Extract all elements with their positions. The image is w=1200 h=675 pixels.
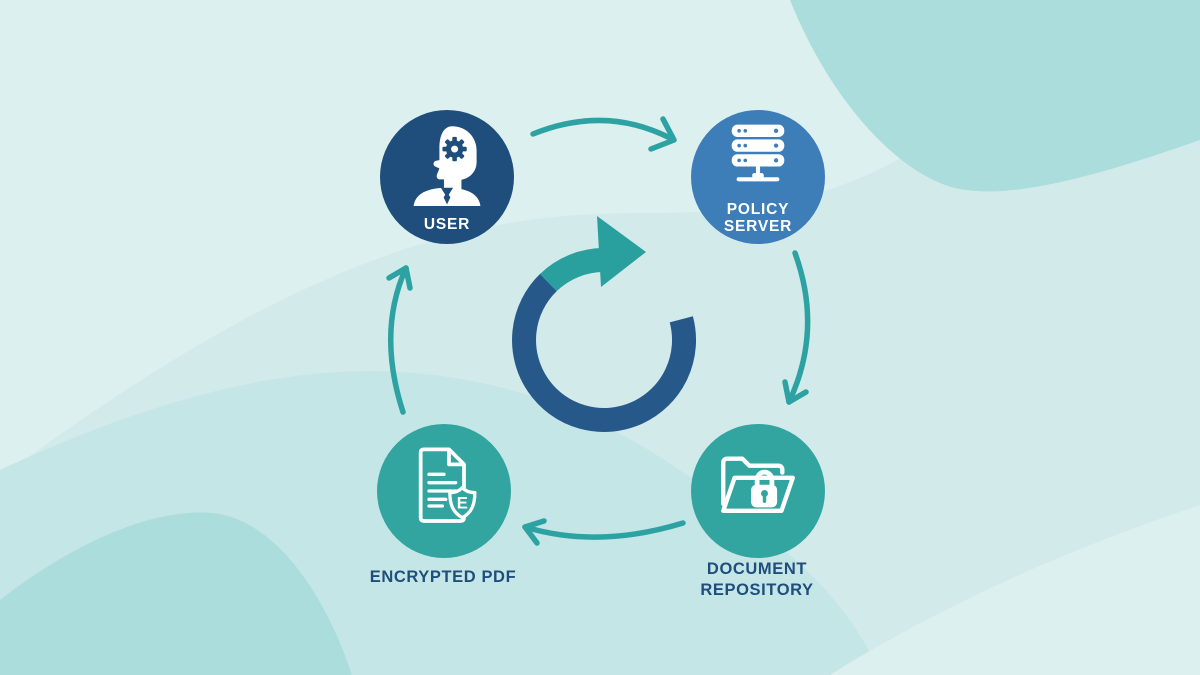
user-head-gear-icon bbox=[413, 126, 481, 206]
wave-bottom-right-light bbox=[830, 505, 1200, 675]
refresh-navy-arc bbox=[512, 273, 697, 432]
node-user: USER bbox=[380, 110, 514, 244]
refresh-teal-arc bbox=[540, 248, 605, 292]
arrow-policy-server-to-repository bbox=[782, 250, 811, 405]
folder-front-shape bbox=[721, 475, 795, 514]
refresh-cycle-icon bbox=[512, 216, 697, 432]
server-stack-icon bbox=[731, 124, 785, 182]
refresh-arrowhead bbox=[597, 216, 646, 287]
locked-folder-icon bbox=[721, 456, 795, 514]
shield-badge bbox=[448, 486, 477, 520]
arrow-repository-to-encrypted-pdf bbox=[522, 518, 686, 546]
arrow-user-to-policy-server bbox=[530, 116, 677, 152]
user-label: USER bbox=[423, 216, 471, 233]
wave-bottom-left-dark bbox=[0, 512, 352, 675]
gear-icon bbox=[442, 136, 467, 162]
server-tiers bbox=[731, 124, 785, 182]
node-document-repository bbox=[691, 424, 825, 558]
server-indicator-dots bbox=[737, 128, 779, 163]
shield-badge-letter: E bbox=[457, 494, 468, 513]
encrypted-pdf-label: ENCRYPTED PDF bbox=[369, 568, 517, 586]
lock-keyhole bbox=[761, 489, 768, 497]
node-policy-server: POLICY SERVER bbox=[691, 110, 825, 244]
wave-top-right-dark bbox=[790, 0, 1200, 192]
node-encrypted-pdf: E bbox=[377, 424, 511, 558]
tie-shape bbox=[443, 192, 451, 205]
folder-back-shape bbox=[721, 456, 785, 507]
wave-top-light bbox=[0, 0, 1090, 478]
document-repository-label: DOCUMENT REPOSITORY bbox=[700, 560, 814, 599]
arrow-encrypted-pdf-to-user bbox=[386, 265, 413, 415]
policy-server-label: POLICY SERVER bbox=[723, 201, 793, 235]
document-fold-corner bbox=[447, 449, 464, 467]
lock-shackle bbox=[754, 469, 775, 487]
document-outline bbox=[418, 447, 466, 523]
shielded-document-icon: E bbox=[418, 447, 477, 523]
